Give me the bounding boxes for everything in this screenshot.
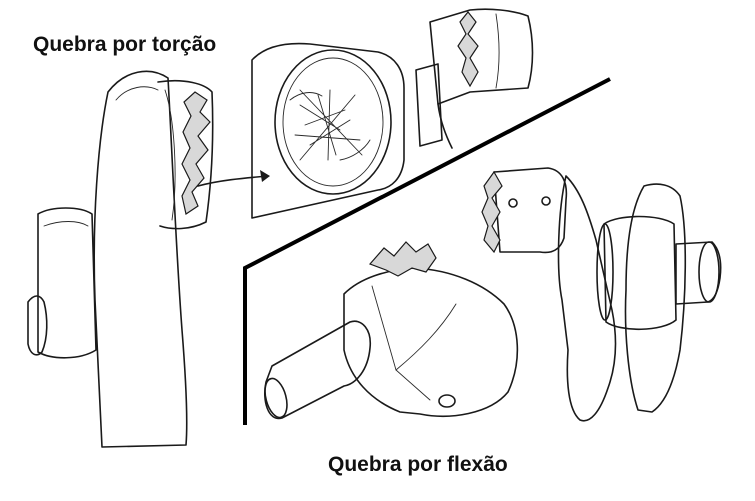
main-journal [603,215,677,331]
flexion-crankshaft-right [481,167,722,422]
flexion-caption: Quebra por flexão [328,453,508,476]
torsion-caption: Quebra por torção [33,33,217,56]
torsion-shaft-piece [415,8,534,149]
oil-hole [438,394,456,408]
crank-pin [264,320,372,420]
left-journal [37,207,97,359]
section-divider [243,77,611,425]
counterweight [624,183,687,413]
arrow-head [260,170,270,182]
flexion-crankshaft-left [264,241,519,420]
torsion-fracture-face [181,91,211,215]
crank-arm [93,70,188,448]
flexion-fracture-face [368,241,437,277]
detail-arrow [197,175,269,187]
torsion-crankshaft [27,70,214,448]
torsion-fracture-detail [251,42,405,219]
